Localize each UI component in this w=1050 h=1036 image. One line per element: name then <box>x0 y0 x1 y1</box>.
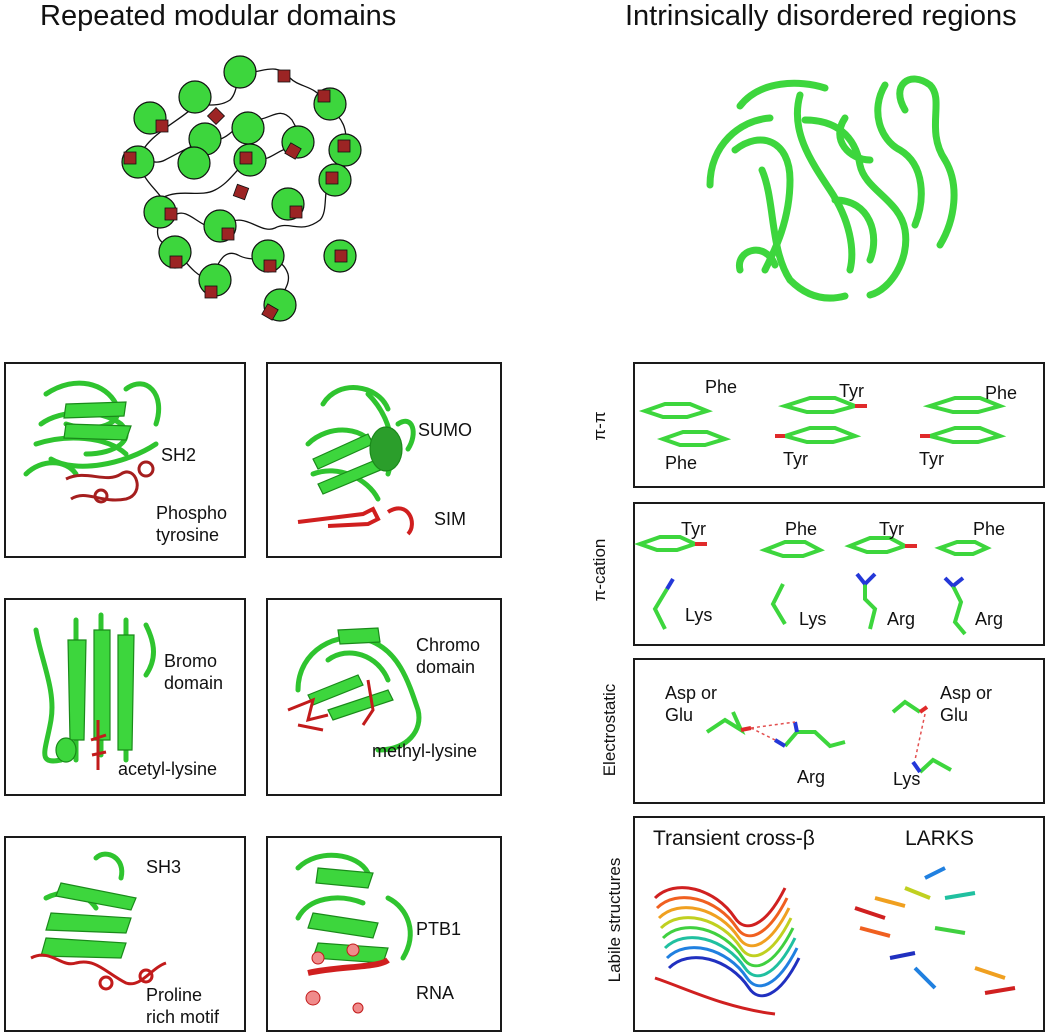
electro-1-acid-line2: Glu <box>665 705 694 725</box>
sumo-label: SUMO <box>418 420 472 440</box>
acetyl-lysine-label: acetyl-lysine <box>118 759 218 779</box>
electro-panel: Asp or Glu Arg Asp or Glu Lys <box>633 658 1045 804</box>
picat-1-bottom: Lys <box>685 605 713 625</box>
pipi-side-label: π-π <box>590 411 609 441</box>
left-title: Repeated modular domains <box>40 0 397 32</box>
labile-side-label: Labile structures <box>605 857 624 983</box>
picat-1-top: Tyr <box>681 519 706 539</box>
picat-3-top: Tyr <box>879 519 904 539</box>
picat-structures <box>633 535 992 636</box>
rna-label: RNA <box>416 983 455 1003</box>
picat-2-bottom: Lys <box>799 609 827 629</box>
chromo-structure <box>287 627 422 753</box>
ptb1-structure <box>295 852 413 1014</box>
sh2-label: SH2 <box>161 445 197 465</box>
pipi-3-bottom: Tyr <box>919 449 944 469</box>
labile-structures <box>653 866 1016 1016</box>
bromo-label-line2: domain <box>164 673 224 693</box>
sh3-label: SH3 <box>146 857 182 877</box>
electro-2-base: Lys <box>893 769 921 789</box>
pipi-2-top: Tyr <box>839 381 864 401</box>
chromo-label-line1: Chromo <box>416 635 481 655</box>
sh2-ligand-line1: Phospho <box>156 503 228 523</box>
chromo-panel: Chromo domain methyl-lysine <box>266 598 502 796</box>
sh3-ligand-line2: rich motif <box>146 1007 220 1027</box>
picat-side-label: π-cation <box>590 538 609 602</box>
sh3-panel: SH3 Proline rich motif <box>4 836 246 1032</box>
sumo-panel: SUMO SIM <box>266 362 502 558</box>
sumo-structure <box>297 385 416 536</box>
right-title: Intrinsically disordered regions <box>625 0 1017 32</box>
picat-2-top: Phe <box>785 519 818 539</box>
picat-3-bottom: Arg <box>887 609 916 629</box>
electro-2-acid-line2: Glu <box>940 705 969 725</box>
binding-motifs <box>123 69 351 321</box>
sim-label: SIM <box>434 509 467 529</box>
picat-panel: Tyr Lys Phe Lys Tyr Arg Phe Arg <box>633 502 1045 646</box>
electro-1-acid-line1: Asp or <box>665 683 718 703</box>
larks-title: LARKS <box>905 827 974 850</box>
sh3-structure <box>30 851 167 991</box>
picat-4-top: Phe <box>973 519 1006 539</box>
bromo-panel: Bromo domain acetyl-lysine <box>4 598 246 796</box>
pipi-panel: Phe Phe Tyr Tyr Phe Tyr <box>633 362 1045 488</box>
electro-side-label: Electrostatic <box>600 683 619 777</box>
sh3-ligand-line1: Proline <box>146 985 203 1005</box>
chromo-label-line2: domain <box>416 657 476 677</box>
ptb1-panel: PTB1 RNA <box>266 836 502 1032</box>
bromo-label-line1: Bromo <box>164 651 218 671</box>
electro-2-acid-line1: Asp or <box>940 683 993 703</box>
pipi-3-top: Phe <box>985 383 1018 403</box>
sh2-panel: SH2 Phospho tyrosine <box>4 362 246 558</box>
sh2-structure <box>23 380 162 504</box>
ptb1-label: PTB1 <box>416 919 462 939</box>
electro-structures <box>705 699 952 774</box>
methyl-lysine-label: methyl-lysine <box>372 741 478 761</box>
pipi-structures <box>638 396 1007 447</box>
pipi-2-bottom: Tyr <box>783 449 808 469</box>
pipi-1-bottom: Phe <box>665 453 698 473</box>
bromo-structure <box>33 612 156 770</box>
pipi-1-top: Phe <box>705 377 738 397</box>
picat-4-bottom: Arg <box>975 609 1004 629</box>
sh2-ligand-line2: tyrosine <box>156 525 220 545</box>
cross-beta-title: Transient cross-β <box>653 827 815 850</box>
electro-1-base: Arg <box>797 767 826 787</box>
labile-panel: Transient cross-β LARKS <box>633 816 1045 1032</box>
